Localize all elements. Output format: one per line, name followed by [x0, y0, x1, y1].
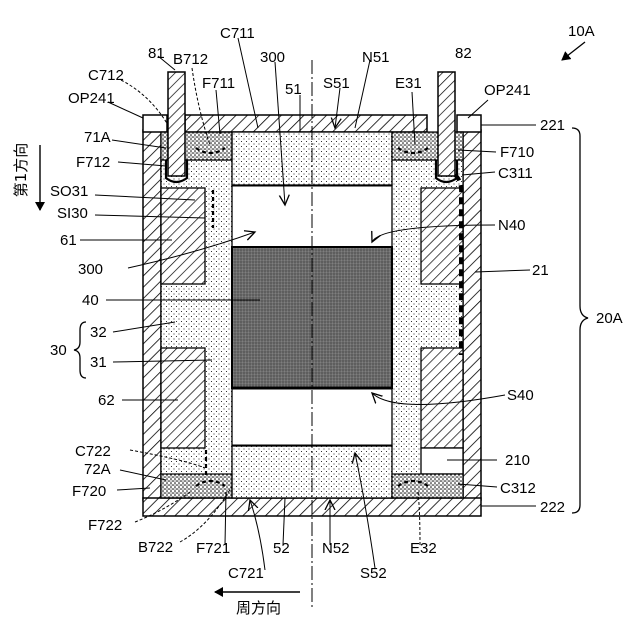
label-61: 61	[60, 232, 77, 249]
label-F722: F722	[88, 517, 122, 534]
label-10A: 10A	[568, 23, 595, 40]
label-72A: 72A	[84, 461, 111, 478]
label-OP241-right: OP241	[484, 82, 531, 99]
magnet-62	[161, 348, 205, 448]
label-40: 40	[82, 292, 99, 309]
magnet-61-right	[421, 188, 463, 284]
label-32: 32	[90, 324, 107, 341]
label-C721: C721	[228, 565, 264, 582]
label-82: 82	[455, 45, 472, 62]
magnet-61	[161, 188, 205, 284]
label-B712: B712	[173, 51, 208, 68]
label-E32: E32	[410, 540, 437, 557]
label-300-top: 300	[260, 49, 285, 66]
label-circumferential-direction: 周方向	[236, 599, 281, 617]
label-OP241-left: OP241	[68, 90, 115, 107]
label-S52: S52	[360, 565, 387, 582]
label-N52: N52	[322, 540, 350, 557]
label-21: 21	[532, 262, 549, 279]
label-N40: N40	[498, 217, 526, 234]
label-62: 62	[98, 392, 115, 409]
label-221: 221	[540, 117, 565, 134]
label-C722: C722	[75, 443, 111, 460]
label-C311: C311	[498, 165, 533, 182]
label-31: 31	[90, 354, 107, 371]
label-B722: B722	[138, 539, 173, 556]
label-S40: S40	[507, 387, 534, 404]
label-N51: N51	[362, 49, 390, 66]
bracket-30	[74, 322, 86, 378]
label-C711: C711	[220, 25, 255, 42]
label-F721: F721	[196, 540, 230, 557]
label-71A: 71A	[84, 129, 111, 146]
label-30: 30	[50, 342, 67, 359]
label-first-direction: 第1方向	[12, 143, 30, 198]
label-300-left: 300	[78, 261, 103, 278]
bracket-20A	[572, 128, 588, 513]
terminal-82	[436, 72, 457, 182]
label-F712: F712	[76, 154, 110, 171]
label-F720: F720	[72, 483, 106, 500]
label-C312: C312	[500, 480, 536, 497]
ref-10A-arrow	[562, 42, 585, 60]
label-C712: C712	[88, 67, 124, 84]
label-SO31: SO31	[50, 183, 88, 200]
label-210: 210	[505, 452, 530, 469]
label-F710: F710	[500, 144, 534, 161]
label-81: 81	[148, 45, 165, 62]
label-51: 51	[285, 81, 302, 98]
terminal-81	[166, 72, 187, 182]
magnet-62-right	[421, 348, 463, 448]
label-20A: 20A	[596, 310, 623, 327]
label-52: 52	[273, 540, 290, 557]
block-210	[421, 448, 463, 474]
label-F711: F711	[202, 75, 235, 92]
label-222: 222	[540, 499, 565, 516]
label-S51: S51	[323, 75, 350, 92]
label-E31: E31	[395, 75, 422, 92]
label-SI30: SI30	[57, 205, 88, 222]
